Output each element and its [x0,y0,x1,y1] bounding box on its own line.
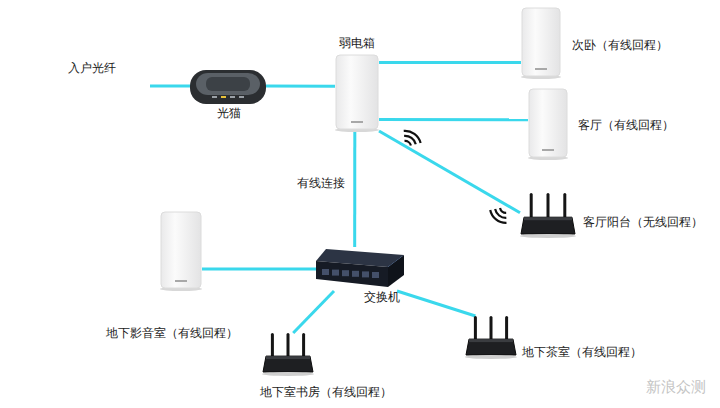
logo [535,68,547,70]
device-picture [465,316,517,358]
device-label: 弱电箱 [339,36,375,50]
router-device: 地下室书房（有线回程） [262,333,314,375]
device-picture [190,66,266,106]
mesh-tower [522,8,560,76]
network-cable [293,291,334,333]
tower-device: 客厅（有线回程） [528,89,568,159]
router-device: 客厅阳台（无线回程） [520,193,576,237]
antenna [271,333,274,359]
watermark: 新浪众测 [646,378,706,396]
switch-port [332,270,339,276]
switch-port [362,271,369,277]
device-label: 地下室书房（有线回程） [260,385,392,399]
shadow [262,372,314,376]
network-cable [379,61,521,64]
modem-device: 光猫 [190,66,266,106]
antenna [563,193,566,220]
router-top [469,339,513,342]
router-body [466,339,516,355]
switch-port [322,269,329,275]
device-label: 客厅（有线回程） [578,118,674,132]
fiber-line [150,85,192,88]
device-label: 地下茶室（有线回程） [522,345,642,359]
modem-light [239,96,244,98]
modem-body [190,70,266,104]
shadow [520,234,576,238]
network-cable [266,85,335,88]
network-cable [379,118,528,121]
device-label: 交换机 [364,290,400,304]
modem-panel [206,77,250,91]
switch-front [316,261,388,287]
device-picture [521,8,561,78]
cable-label: 入户光纤 [68,61,116,76]
logo [175,280,187,282]
antenna [474,316,477,342]
modem-light [230,96,235,98]
router-top [524,217,572,220]
device-label: 客厅阳台（无线回程） [583,215,703,229]
antenna [530,193,533,220]
network-cable [397,291,475,316]
device-picture [262,333,314,375]
antenna [287,333,290,359]
mesh-tower [336,55,378,129]
router-body [263,356,313,372]
switch-port [372,272,379,278]
device-label: 地下影音室（有线回程） [106,326,238,340]
network-cable [202,267,316,270]
logo [542,149,554,151]
wifi-arc [499,208,506,214]
modem-light [221,96,226,98]
device-picture [520,193,576,237]
device-picture [528,89,568,159]
network-switch: 交换机 [316,247,406,291]
shadow [465,355,517,359]
wifi-arc [489,210,506,224]
logo [351,121,363,123]
modem-light [212,96,217,98]
router-top [266,356,310,359]
tower-device: 地下影音室（有线回程） [160,212,202,290]
device-picture [160,212,202,290]
antenna [547,193,550,220]
antenna [505,316,508,342]
device-picture [335,55,379,131]
modem-top [196,73,260,95]
wifi-arc [404,130,422,143]
wifi-symbol [489,208,506,224]
antenna [490,316,493,342]
router-device: 地下茶室（有线回程） [465,316,517,358]
switch-port [342,270,349,276]
antenna [302,333,305,359]
mesh-tower [529,89,567,157]
edge-label: 有线连接 [295,176,347,190]
router-body [521,217,575,234]
device-picture [316,247,406,291]
wifi-symbol [404,130,422,146]
wifi-arc [494,209,506,219]
mesh-tower [161,212,201,288]
tower-device: 次卧（有线回程） [521,8,561,78]
device-label: 光猫 [217,106,241,120]
network-cable [353,131,356,247]
network-cable [379,131,520,213]
switch-side [388,255,404,287]
switch-port [352,271,359,277]
device-label: 次卧（有线回程） [572,38,668,52]
tower-device: 弱电箱 [335,55,379,131]
wifi-arc [404,135,417,145]
